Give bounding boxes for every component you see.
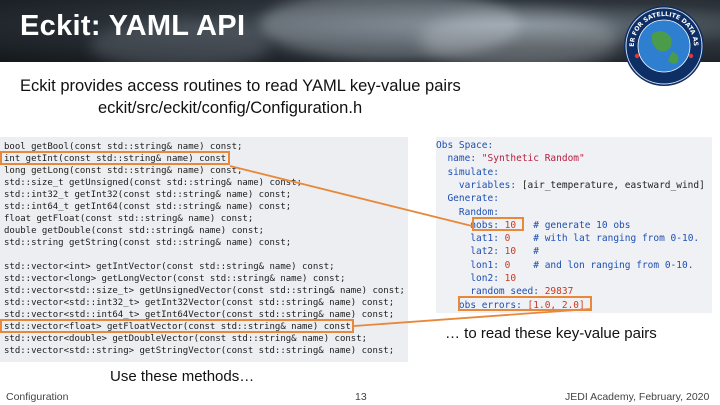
footer-event: JEDI Academy, February, 2020 [565,391,710,403]
yaml-indent [436,233,470,244]
cpp-code-line: std::vector<float> getFloatVector(const … [4,322,357,332]
yaml-value: 10 [498,273,517,284]
cpp-code-line: float getFloat(const std::string& name) … [4,214,254,224]
caption-use-methods: Use these methods… [110,368,255,385]
yaml-value: [air_temperature, eastward_wind] [516,179,705,191]
intro-file-path: eckit/src/eckit/config/Configuration.h [98,99,363,117]
yaml-code-line: nobs: 10 # generate 10 obs [436,219,631,232]
highlight-getint [0,151,230,165]
yaml-code-line: variables: [air_temperature, eastward_wi… [436,179,705,192]
cpp-code-line: int getInt(const std::string& name) cons… [4,154,232,164]
yaml-indent [436,300,459,311]
yaml-key: lon1: [470,259,499,271]
yaml-value: 0 [498,259,511,271]
yaml-key: lon2: [470,273,499,284]
slide-title: Eckit: YAML API [20,10,246,42]
intro-line: Eckit provides access routines to read Y… [20,77,461,95]
yaml-code-line: simulate: [436,166,499,179]
yaml-indent [436,260,470,271]
cpp-code-line: std::int32_t getInt32(const std::string&… [4,190,292,200]
yaml-key: lat1: [470,233,499,245]
yaml-code-line: name: "Synthetic Random" [436,152,585,165]
yaml-value: [1.0, 2.0] [521,299,585,311]
yaml-comment: # and lon ranging from 0-10. [510,259,694,271]
cpp-code-line: std::vector<double> getDoubleVector(cons… [4,334,368,344]
yaml-comment: # with lat ranging from 0-10. [510,233,700,245]
footer-section: Configuration [6,391,69,403]
yaml-indent [436,167,447,178]
yaml-indent [436,273,470,284]
yaml-key: Random: [458,206,499,218]
yaml-code-line: lon2: 10 [436,272,516,285]
yaml-key: nobs: [470,219,499,231]
yaml-key: Generate: [447,193,499,205]
header-cloud [260,0,520,60]
yaml-indent [436,153,447,164]
yaml-key: obs_errors: [458,299,522,311]
yaml-indent [436,180,459,191]
yaml-code-line: Obs Space: [436,139,493,152]
yaml-comment: # [516,246,539,258]
cpp-api-code-block: bool getBool(const std::string& name) co… [0,137,408,362]
cpp-code-line: std::vector<long> getLongVector(const st… [4,274,346,284]
yaml-key: lat2: [470,246,499,258]
yaml-code-line: lon1: 0 # and lon ranging from 0-10. [436,259,693,272]
yaml-code-line: Random: [436,206,499,219]
yaml-indent [436,193,447,204]
cpp-code-line: std::string getString(const std::string&… [4,238,292,248]
cpp-code-line: std::int64_t getInt64(const std::string&… [4,202,292,212]
cpp-code-line: long getLong(const std::string& name) co… [4,166,243,176]
cpp-code-line: std::vector<std::int32_t> getInt32Vector… [4,298,395,308]
cpp-code-line: bool getBool(const std::string& name) co… [4,142,243,152]
cpp-code-line: std::vector<int> getIntVector(const std:… [4,262,335,272]
jcsda-logo: JOINT CENTER FOR SATELLITE DATA ASSIMILA… [622,4,704,86]
yaml-code-line: lat2: 10 # [436,245,539,258]
slide-header: Eckit: YAML API [0,0,720,62]
highlight-nobs [472,217,524,231]
yaml-value: 10 [498,219,517,231]
yaml-code-line: Generate: [436,192,499,205]
yaml-value: 29837 [538,286,574,298]
highlight-obs-errors [458,296,592,311]
yaml-code-line: obs_errors: [1.0, 2.0] [436,299,585,312]
yaml-code-line: lat1: 0 # with lat ranging from 0-10. [436,232,699,245]
cpp-code-line: std::vector<std::string> getStringVector… [4,346,395,356]
intro-text: Eckit provides access routines to read Y… [20,75,620,119]
yaml-key: Obs Space: [436,140,494,151]
yaml-value: "Synthetic Random" [476,153,585,165]
yaml-comment: # generate 10 obs [516,219,631,231]
yaml-key: random_seed: [470,286,539,298]
highlight-getfloatvector [0,319,354,333]
yaml-indent [436,220,470,231]
header-cloud [420,10,620,62]
yaml-indent [436,207,459,218]
yaml-key: variables: [458,179,517,191]
yaml-value: 10 [498,246,517,258]
yaml-code-line: random_seed: 29837 [436,285,573,298]
yaml-key: name: [447,153,477,165]
cpp-code-line: double getDouble(const std::string& name… [4,226,265,236]
yaml-key: simulate: [447,166,499,178]
footer-page-number: 13 [355,391,367,403]
cpp-code-line: std::size_t getUnsigned(const std::strin… [4,178,303,188]
cpp-code-line: std::vector<std::size_t> getUnsignedVect… [4,286,405,296]
header-cloud [90,20,270,62]
yaml-value: 0 [498,233,511,245]
yaml-indent [436,246,470,257]
yaml-code-block: Obs Space: name: "Synthetic Random" simu… [436,137,712,313]
cpp-code-line: std::vector<std::int64_t> getInt64Vector… [4,310,395,320]
caption-read-pairs: … to read these key-value pairs [445,325,657,342]
